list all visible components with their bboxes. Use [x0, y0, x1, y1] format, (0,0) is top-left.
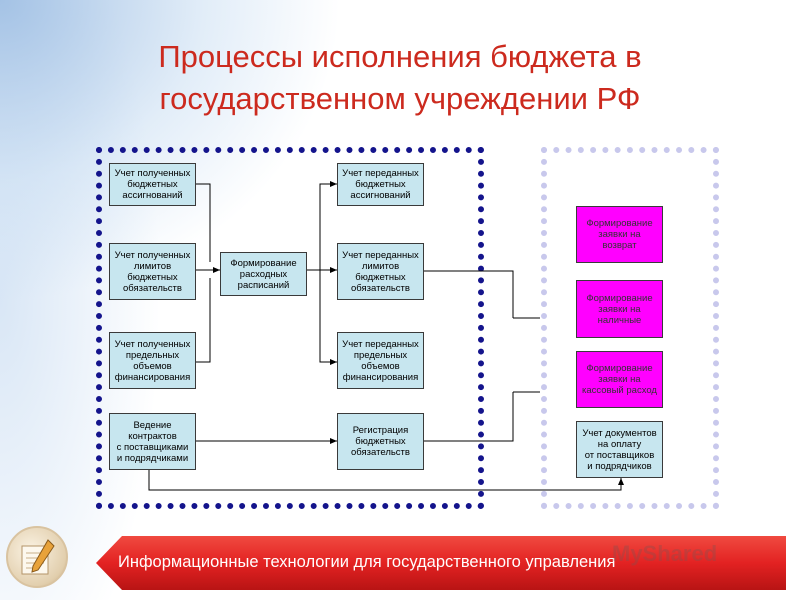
line-to-transferred-assignments — [319, 181, 337, 270]
box-received-funding: Учет полученных предельных объемов финан… — [109, 332, 196, 389]
line-to-transferred-funding — [319, 270, 337, 365]
slide-title: Процессы исполнения бюджета в государств… — [158, 39, 642, 116]
box-obligations-registration: Регистрация бюджетных обязательств — [337, 413, 424, 470]
line-contracts-to-payment-docs — [148, 470, 624, 491]
box-contracts: Ведение контрактов с поставщиками и подр… — [109, 413, 196, 470]
pencil-notebook-icon — [6, 526, 68, 588]
box-received-assignments: Учет полученных бюджетных ассигнований — [109, 163, 196, 206]
budget-zone-left — [96, 147, 484, 509]
line-received-funding — [196, 278, 211, 363]
box-expense-schedules: Формирование расходных расписаний — [220, 252, 307, 296]
footer-banner — [96, 536, 786, 590]
payment-zone-right — [541, 147, 719, 509]
line-received-assignments — [196, 183, 211, 262]
box-request-expense: Формирование заявки на кассовый расход — [576, 351, 663, 408]
line-limits-to-bus — [424, 270, 514, 318]
line-registration-to-bus — [424, 392, 514, 442]
box-transferred-limits: Учет переданных лимитов бюджетных обязат… — [337, 243, 424, 300]
footer-banner-text: Информационные технологии для государств… — [118, 553, 616, 571]
box-received-limits: Учет полученных лимитов бюджетных обязат… — [109, 243, 196, 300]
box-request-cash: Формирование заявки на наличные — [576, 280, 663, 338]
box-request-refund: Формирование заявки на возврат — [576, 206, 663, 263]
box-payment-documents: Учет документов на оплату от поставщиков… — [576, 421, 663, 478]
watermark-logo: MyShared — [612, 541, 718, 566]
box-transferred-assignments: Учет переданных бюджетных ассигнований — [337, 163, 424, 206]
box-transferred-funding: Учет переданных предельных объемов финан… — [337, 332, 424, 389]
